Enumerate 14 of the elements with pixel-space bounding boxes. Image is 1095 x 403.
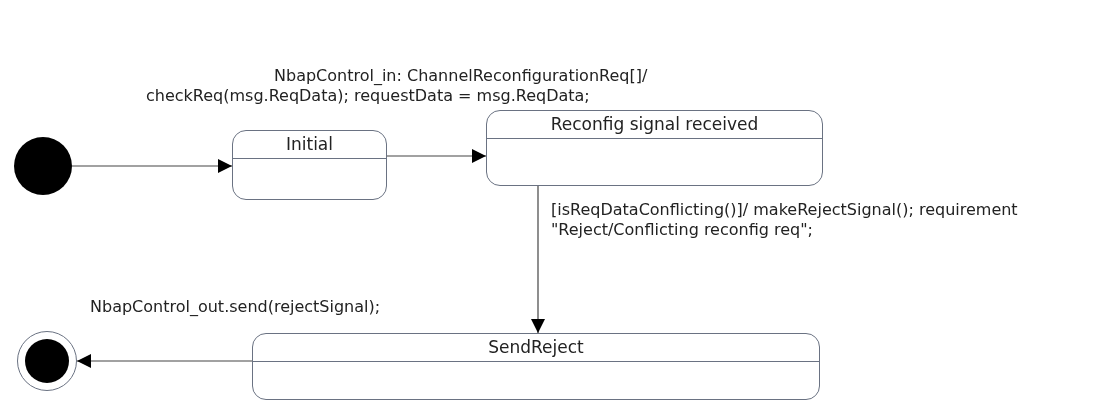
transition-arrow xyxy=(76,354,253,368)
state-box xyxy=(486,110,823,186)
state-name: Reconfig signal received xyxy=(550,116,759,133)
transition-arrow xyxy=(71,159,233,173)
state-name: Initial xyxy=(285,136,333,153)
transition-label: [isReqDataConflicting()]/ makeRejectSignal(); requirement "Reject/Conflicting reconfig req"; xyxy=(551,200,1019,240)
final-state-bullseye xyxy=(17,331,77,391)
transition-label: NbapControl_in: ChannelReconfigurationReq[]/ checkReq(msg.ReqData); requestData = msg.ReqData; xyxy=(146,66,649,106)
state-name: SendReject xyxy=(488,339,584,356)
state-box xyxy=(252,333,820,400)
state-box xyxy=(232,130,387,200)
transition-label: NbapControl_out.send(rejectSignal); xyxy=(90,297,382,317)
transition-arrow xyxy=(386,149,487,163)
transition-arrow xyxy=(531,185,545,334)
